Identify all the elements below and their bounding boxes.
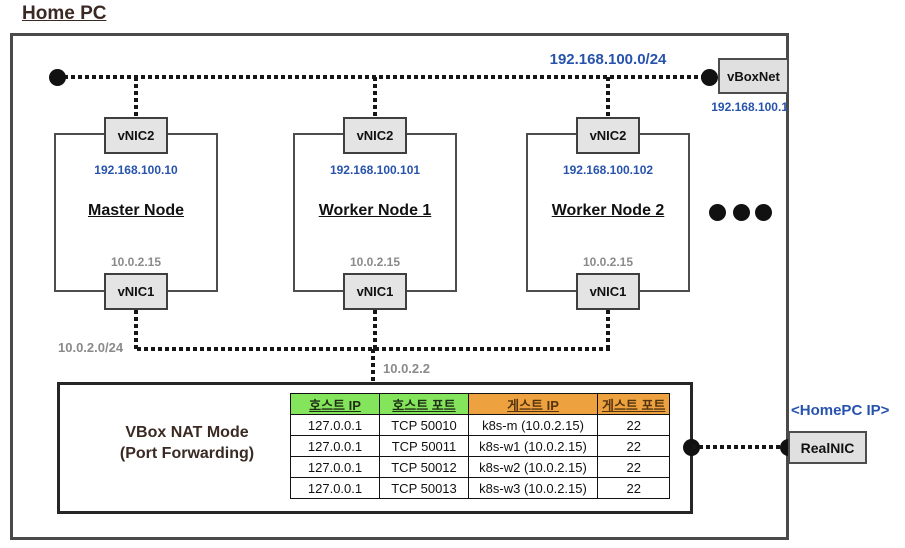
- cell-host-ip: 127.0.0.1: [290, 414, 380, 436]
- table-row: 127.0.0.1 TCP 50012 k8s-w2 (10.0.2.15) 2…: [290, 456, 671, 478]
- worker1-vnic2: vNIC2: [343, 117, 407, 154]
- worker1-vnic1-ip: 10.0.2.15: [349, 255, 401, 269]
- cell-guest-port: 22: [596, 477, 671, 499]
- more-nodes-ellipsis-dot: [709, 204, 726, 221]
- master-vnic2: vNIC2: [104, 117, 168, 154]
- cell-guest-ip: k8s-w3 (10.0.2.15): [468, 477, 598, 499]
- worker2-vnic2-ip: 192.168.100.102: [562, 163, 654, 177]
- table-row: 127.0.0.1 TCP 50013 k8s-w3 (10.0.2.15) 2…: [290, 477, 671, 499]
- nat-gateway-link: [371, 349, 375, 384]
- homepc-ip-label: <HomePC IP>: [791, 402, 890, 419]
- cell-host-port: TCP 50013: [379, 477, 469, 499]
- port-forwarding-table: 호스트 IP 호스트 포트 게스트 IP 게스트 포트 127.0.0.1 TC…: [290, 393, 671, 499]
- master-vnic1: vNIC1: [104, 273, 168, 310]
- table-header-row: 호스트 IP 호스트 포트 게스트 IP 게스트 포트: [290, 393, 671, 415]
- more-nodes-ellipsis-dot: [755, 204, 772, 221]
- master-node-title: Master Node: [87, 202, 185, 219]
- nat-title: VBox NAT Mode (Port Forwarding): [77, 423, 297, 465]
- nat-uplink-dot: [683, 439, 700, 456]
- more-nodes-ellipsis-dot: [733, 204, 750, 221]
- worker2-vnic2-link: [606, 77, 610, 118]
- worker2-vnic1-ip: 10.0.2.15: [582, 255, 634, 269]
- nat-title-line2: (Port Forwarding): [119, 444, 255, 462]
- cell-host-port: TCP 50010: [379, 414, 469, 436]
- worker2-vnic1: vNIC1: [576, 273, 640, 310]
- header-host-ip: 호스트 IP: [290, 393, 380, 415]
- home-pc-boundary: [10, 33, 789, 540]
- master-vnic2-link: [134, 77, 138, 118]
- worker2-vnic2: vNIC2: [576, 117, 640, 154]
- table-row: 127.0.0.1 TCP 50010 k8s-m (10.0.2.15) 22: [290, 414, 671, 436]
- worker2-vnic1-link: [606, 310, 610, 349]
- vboxnet-bus-line: [57, 75, 710, 79]
- master-vnic1-ip: 10.0.2.15: [110, 255, 162, 269]
- cell-guest-port: 22: [596, 414, 671, 436]
- cell-host-port: TCP 50011: [379, 435, 469, 457]
- bus-endpoint-dot: [49, 69, 66, 86]
- master-vnic1-link: [134, 310, 138, 349]
- nat-realnic-line: [692, 445, 789, 449]
- vboxnet-network-label: 192.168.100.0/24: [549, 51, 667, 68]
- worker1-vnic1: vNIC1: [343, 273, 407, 310]
- realnic-adapter: RealNIC: [788, 431, 867, 464]
- page-title: Home PC: [22, 3, 107, 24]
- worker1-vnic2-ip: 192.168.100.101: [329, 163, 421, 177]
- table-row: 127.0.0.1 TCP 50011 k8s-w1 (10.0.2.15) 2…: [290, 435, 671, 457]
- vboxnet-connection-dot: [701, 69, 718, 86]
- worker1-node-title: Worker Node 1: [318, 202, 432, 219]
- header-host-port: 호스트 포트: [379, 393, 469, 415]
- cell-guest-port: 22: [596, 456, 671, 478]
- worker1-vnic1-link: [373, 310, 377, 349]
- vboxnet-ip-label: 192.168.100.1: [711, 100, 788, 114]
- nat-title-line1: VBox NAT Mode: [125, 424, 249, 441]
- header-guest-ip: 게스트 IP: [468, 393, 598, 415]
- worker2-node-title: Worker Node 2: [551, 202, 665, 219]
- cell-host-ip: 127.0.0.1: [290, 435, 380, 457]
- cell-host-ip: 127.0.0.1: [290, 477, 380, 499]
- vboxnet-adapter: vBoxNet: [718, 58, 789, 94]
- header-guest-port: 게스트 포트: [596, 393, 671, 415]
- cell-guest-ip: k8s-w2 (10.0.2.15): [468, 456, 598, 478]
- cell-guest-ip: k8s-m (10.0.2.15): [468, 414, 598, 436]
- cell-guest-port: 22: [596, 435, 671, 457]
- nat-gateway-ip-label: 10.0.2.2: [383, 361, 430, 376]
- cell-guest-ip: k8s-w1 (10.0.2.15): [468, 435, 598, 457]
- nat-network-label: 10.0.2.0/24: [58, 340, 124, 355]
- worker1-vnic2-link: [373, 77, 377, 118]
- cell-host-ip: 127.0.0.1: [290, 456, 380, 478]
- master-vnic2-ip: 192.168.100.10: [94, 163, 178, 177]
- cell-host-port: TCP 50012: [379, 456, 469, 478]
